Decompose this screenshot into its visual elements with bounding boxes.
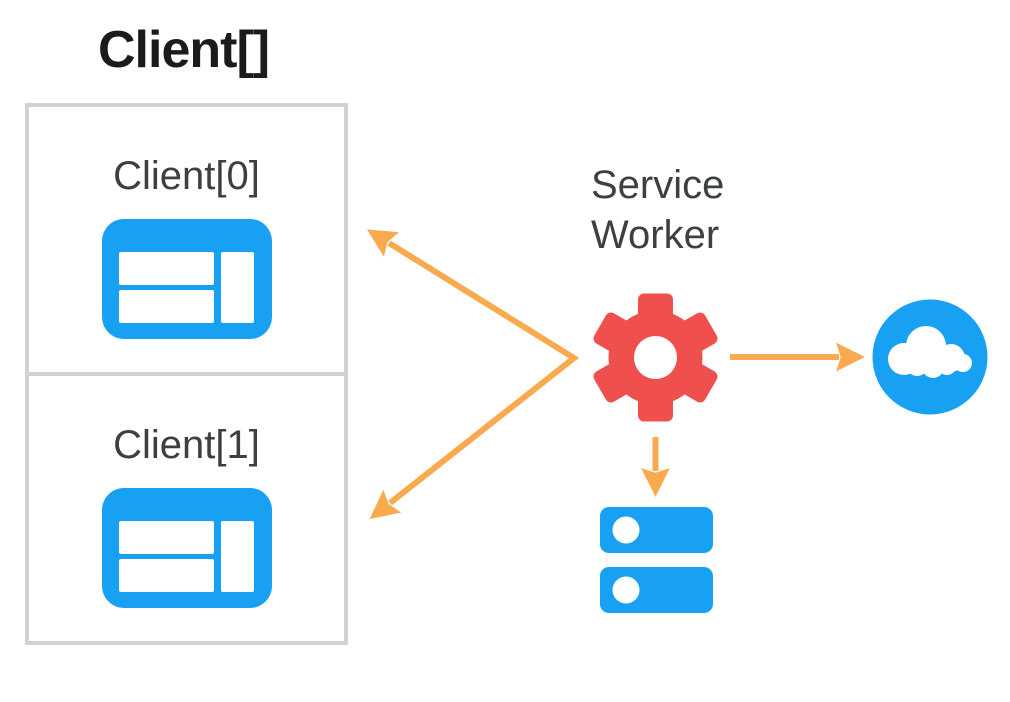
- cloud-icon: [872, 299, 988, 415]
- client-1-label: Client[1]: [113, 423, 260, 467]
- database-icon: [600, 507, 713, 613]
- gear-icon: [593, 293, 718, 422]
- client-array-box: Client[0] Client[1]: [25, 103, 348, 645]
- client-array-title: Client[]: [98, 21, 270, 79]
- client-0-cell: Client[0]: [29, 107, 344, 376]
- client-1-cell: Client[1]: [29, 376, 344, 641]
- client-0-label: Client[0]: [113, 154, 260, 198]
- browser-window-icon: [101, 219, 272, 339]
- service-worker-label: Service Worker: [591, 163, 725, 257]
- browser-window-icon: [101, 488, 272, 608]
- arrow-sw-to-clients: [366, 229, 580, 520]
